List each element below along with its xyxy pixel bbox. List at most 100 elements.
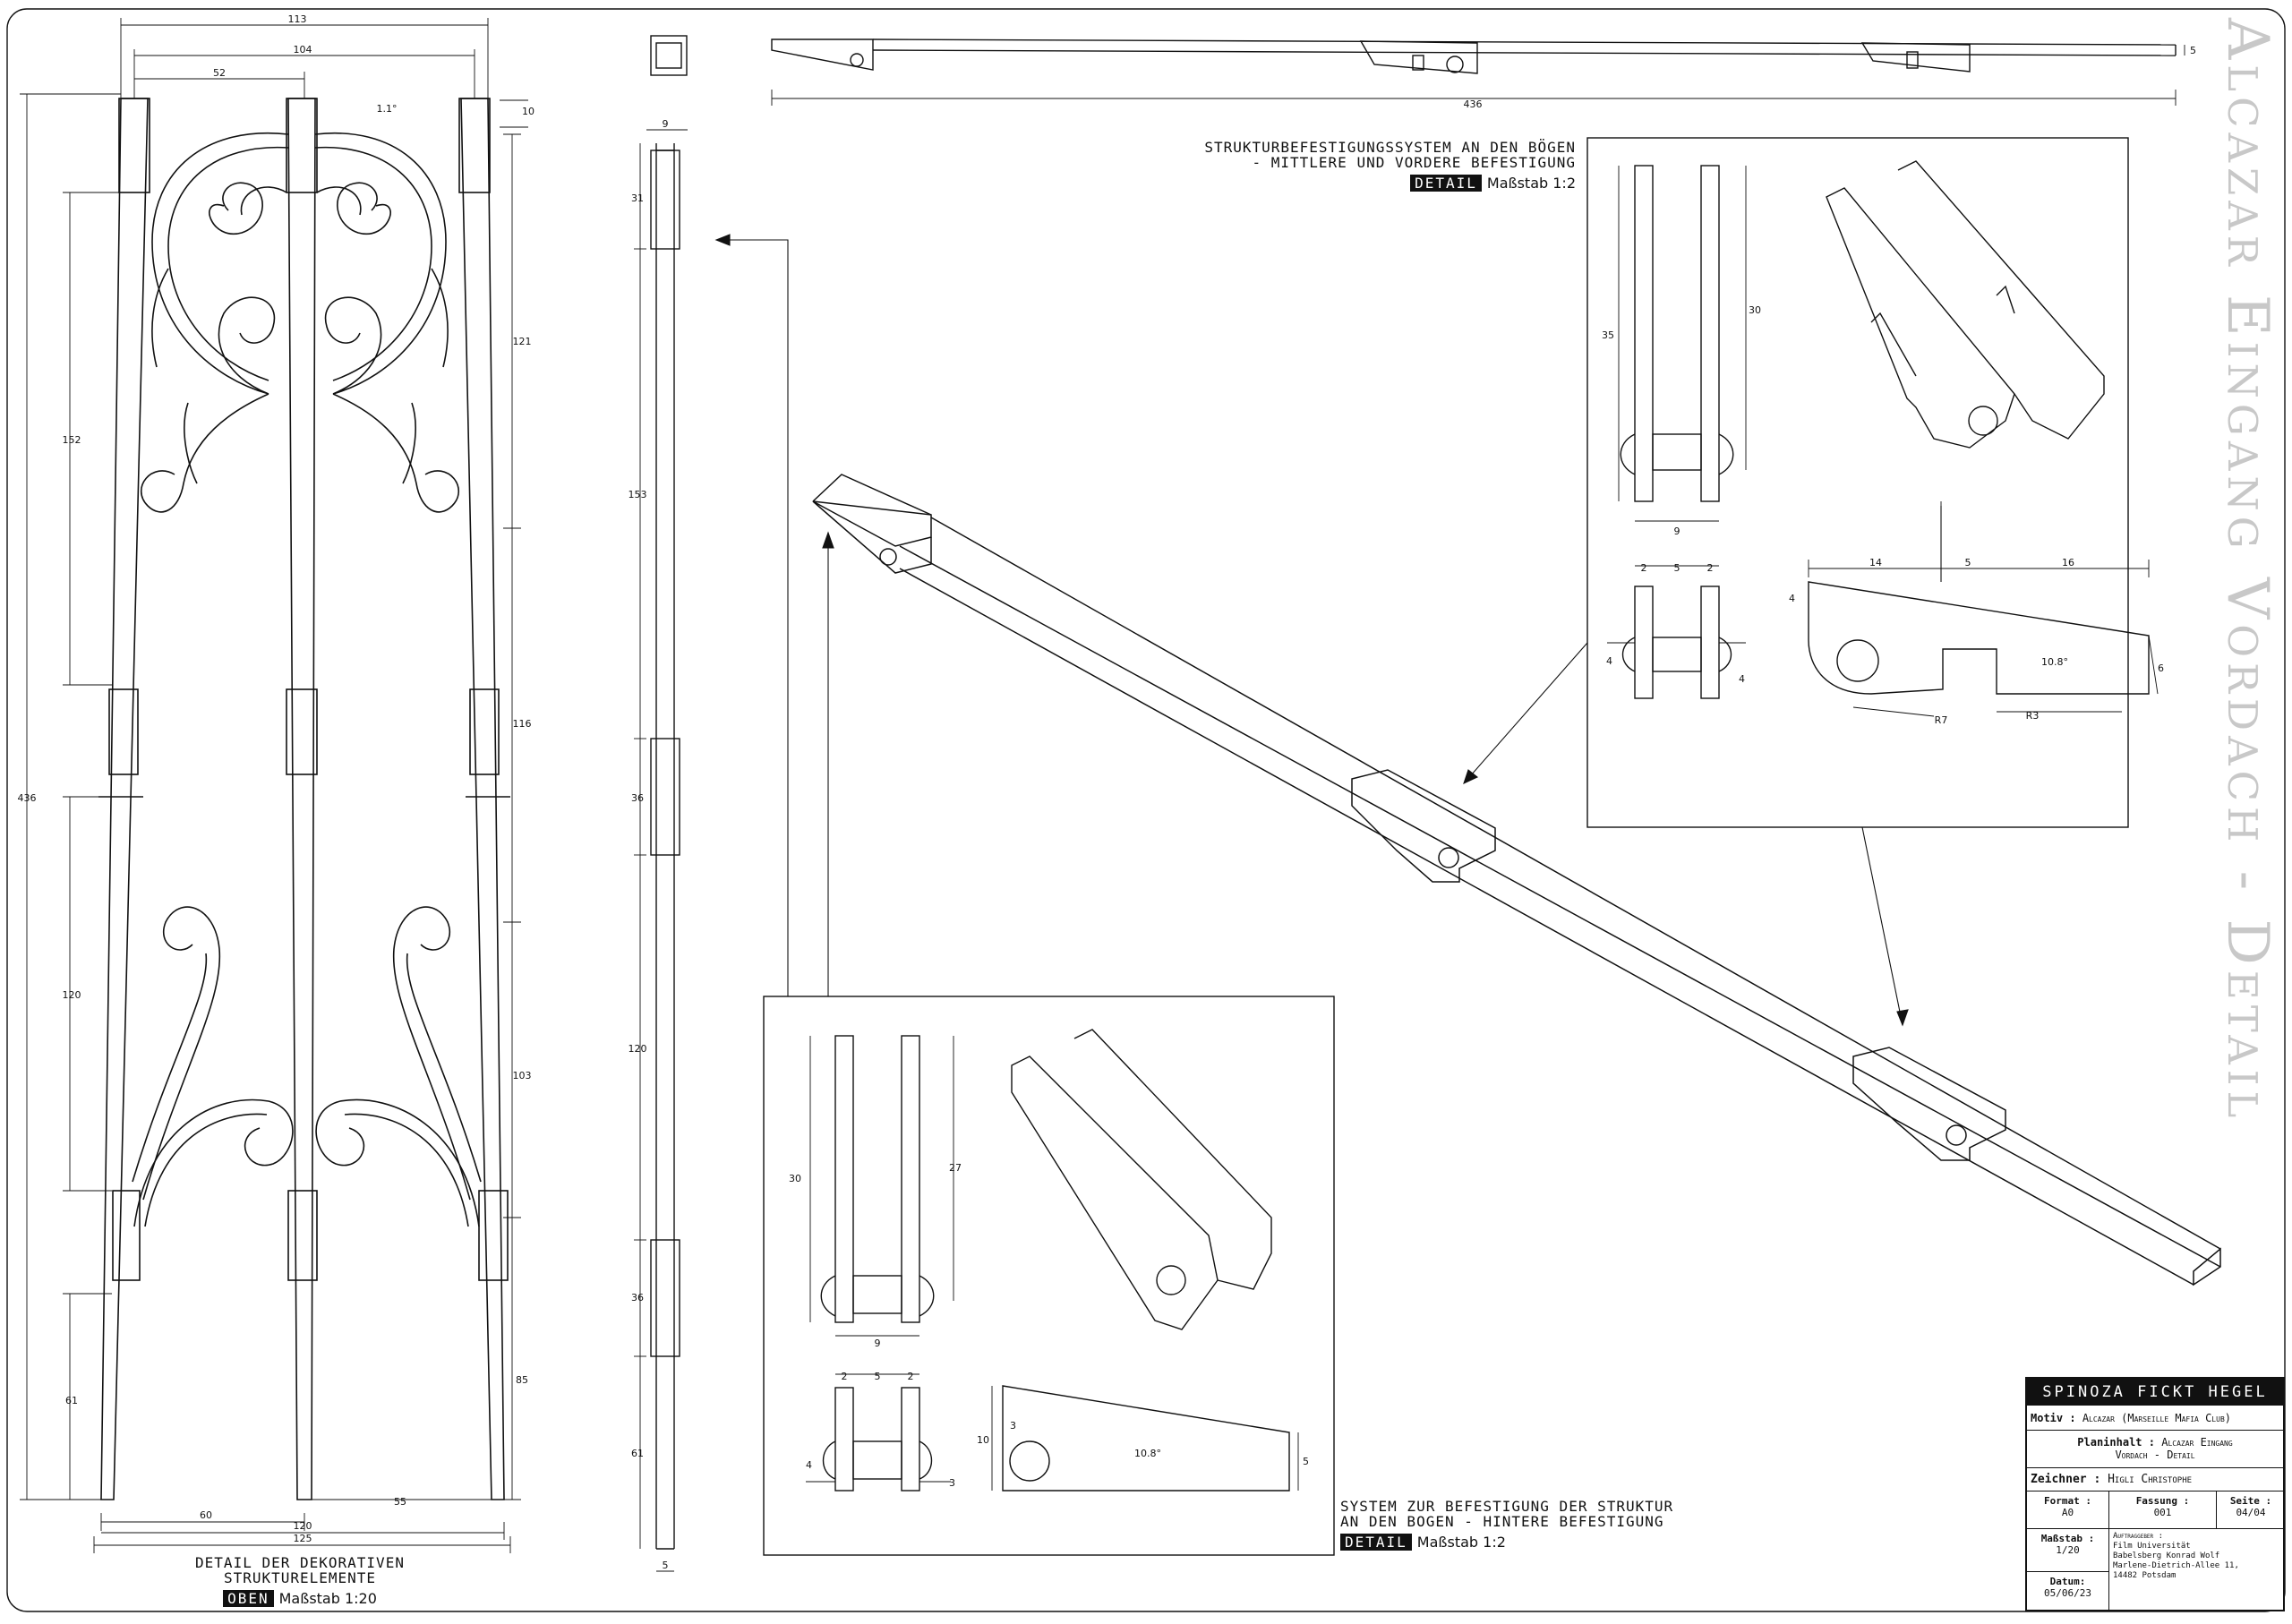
dim-s9: 9 [663,118,669,130]
dim-s5: 5 [663,1560,669,1571]
dim-116: 116 [513,718,532,730]
caption-mid-line2: - MITTLERE UND VORDERE BEFESTIGUNG [1252,154,1576,171]
client-label: Auftraggeber : [2113,1532,2163,1541]
dim-angle: 1.1° [377,103,398,115]
dim-h9: 9 [875,1338,881,1349]
dim-mR7: R7 [1935,714,1948,726]
rail-isometric [812,474,2221,1286]
dim-s36a: 36 [631,792,644,804]
dim-t5: 5 [2190,45,2196,56]
caption-mid: STRUKTURBEFESTIGUNGSSYSTEM AN DEN BÖGEN … [1164,140,1576,192]
dim-h3b: 3 [1010,1420,1016,1432]
datum-label: Datum: [2049,1576,2086,1587]
dim-h4: 4 [806,1459,812,1471]
dim-103: 103 [513,1070,532,1081]
leader-arrows [714,234,1942,1027]
dim-h108: 10.8° [1134,1448,1161,1459]
sheet-border [6,8,2286,1612]
dim-mR3: R3 [2026,710,2040,722]
massstab-cell: Maßstab : 1/20 [2027,1529,2109,1572]
dim-152: 152 [63,434,81,446]
dim-120: 120 [63,989,81,1001]
dim-m5b: 5 [1965,557,1971,568]
dimension-labels: 113 104 52 1.1° 10 436 152 120 61 121 11… [18,13,2197,1571]
seite-label: Seite : [2229,1495,2272,1507]
dim-m2a: 2 [1641,562,1647,574]
format-value: A0 [2061,1507,2074,1518]
massstab-label: Maßstab : [2040,1533,2095,1544]
caption-rear: SYSTEM ZUR BEFESTIGUNG DER STRUKTUR AN D… [1340,1499,1716,1551]
detail-box-mid-front [1586,137,2150,828]
title-block-meta: Format : A0 Fassung : 001 Seite : 04/04 [2027,1492,2283,1529]
dim-m108: 10.8° [2041,656,2068,668]
dim-m30: 30 [1749,304,1761,316]
fassung-label: Fassung : [2135,1495,2190,1507]
dim-55: 55 [394,1496,406,1508]
dim-top-a: 113 [288,13,307,25]
plan-label: Planinhalt : [2077,1436,2155,1449]
decorative-element-front-view [98,98,510,1500]
motiv-value: Alcazar (Marseille Mafia Club) [2082,1412,2231,1424]
dim-h30: 30 [789,1173,801,1184]
caption-decor-scale: Maßstab 1:20 [278,1590,377,1607]
dim-m14: 14 [1869,557,1882,568]
dim-t436: 436 [1464,98,1483,110]
client-cell: Auftraggeber : Film Universität Babelsbe… [2109,1529,2285,1611]
dim-h2b: 2 [908,1371,914,1382]
plan-value2: Vordach - Detail [2115,1449,2195,1461]
dim-top-c: 52 [213,67,226,79]
datum-cell: Datum: 05/06/23 [2027,1572,2109,1611]
dim-h2a: 2 [842,1371,848,1382]
fassung-value: 001 [2153,1507,2172,1518]
dim-125: 125 [294,1533,312,1544]
format-label: Format : [2044,1495,2091,1507]
caption-rear-tag: DETAIL [1340,1534,1412,1551]
caption-decor-line2: STRUKTURELEMENTE [223,1569,377,1586]
caption-decor-tag: OBEN [223,1590,274,1607]
title-block-project: SPINOZA FICKT HEGEL [2027,1379,2283,1406]
caption-rear-scale: Maßstab 1:2 [1416,1534,1506,1551]
dim-top-b: 104 [294,44,312,56]
dim-h10: 10 [977,1434,989,1446]
dim-m5: 5 [1674,562,1681,574]
dim-m16: 16 [2062,557,2074,568]
sheet-title: Alcazar Eingang Vordach - Detail [2214,18,2280,1124]
dim-h5: 5 [875,1371,881,1382]
client-line1: Film Universität [2113,1542,2191,1551]
drawer-label: Zeichner : [2031,1473,2101,1486]
title-block-plan: Planinhalt : Alcazar Eingang Vordach - D… [2027,1431,2283,1468]
caption-rear-line1: SYSTEM ZUR BEFESTIGUNG DER STRUKTUR [1340,1498,1674,1515]
format-cell: Format : A0 [2027,1492,2109,1528]
dim-h3: 3 [949,1477,955,1489]
massstab-value: 1/20 [2056,1544,2080,1556]
dim-m6: 6 [2158,662,2164,674]
dim-h5b: 5 [1303,1456,1309,1467]
dim-s61: 61 [631,1448,644,1459]
dim-m4a: 4 [1606,655,1612,667]
seite-value: 04/04 [2236,1507,2266,1518]
caption-mid-tag: DETAIL [1410,175,1482,192]
post-side-view-dimensions [634,129,688,1572]
dim-60: 60 [200,1509,212,1521]
caption-mid-scale: Maßstab 1:2 [1486,175,1576,192]
caption-decor: DETAIL DER DEKORATIVEN STRUKTURELEMENTE … [184,1555,416,1607]
caption-rear-line2: AN DEN BOGEN - HINTERE BEFESTIGUNG [1340,1513,1664,1530]
dim-s120: 120 [629,1043,647,1055]
drawer-value: Higli Christophe [2108,1473,2193,1486]
detail-box-mid-dimensions [1607,166,2159,717]
motiv-label: Motiv : [2031,1412,2076,1424]
dim-s36b: 36 [631,1292,644,1303]
seite-cell: Seite : 04/04 [2217,1492,2285,1528]
client-line4: 14482 Potsdam [2113,1571,2177,1580]
dim-121: 121 [513,336,532,347]
dim-m2b: 2 [1707,562,1714,574]
plan-value1: Alcazar Eingang [2161,1436,2233,1449]
dim-s31: 31 [631,192,644,204]
dim-436: 436 [18,792,37,804]
dim-m4c: 4 [1789,593,1795,604]
client-line3: Marlene-Dietrich-Allee 11, [2113,1561,2239,1570]
rail-top-view-dimensions [771,45,2185,106]
title-block: SPINOZA FICKT HEGEL Motiv : Alcazar (Mar… [2025,1377,2285,1611]
